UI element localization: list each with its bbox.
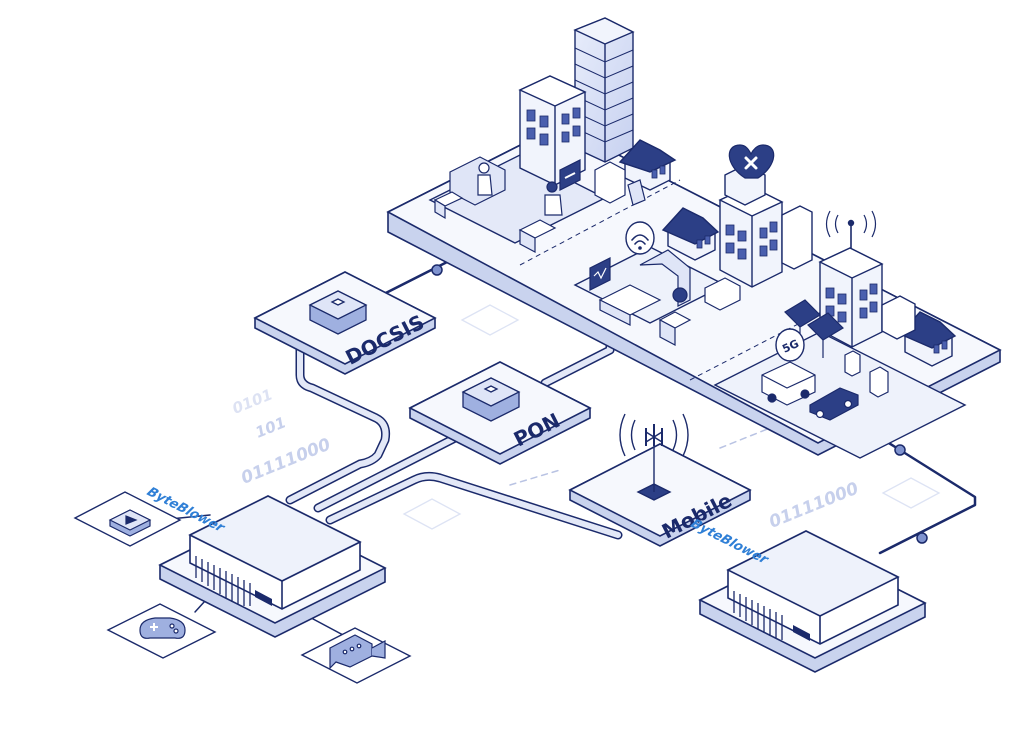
solar-panels [784,299,844,358]
binary-stream-left: 0101 101 01111000 [230,385,334,488]
video-chat-icon [329,634,386,670]
pon-node: PON [408,361,592,465]
5g-badge: 5G [775,328,805,362]
binary-stream-right: 01111000 [766,479,861,533]
play-icon [108,509,152,537]
byteblower-right-brand: ByteBlower [687,517,772,568]
hospital-room [589,249,741,346]
house-top [618,139,677,191]
cables [159,256,977,637]
placeholder-tiles [402,304,941,530]
house-middle [661,207,720,261]
heart-plus-icon [728,144,775,179]
5g-label: 5G [780,337,801,356]
byteblower-left: ByteBlower [144,485,387,638]
byteblower-right: ByteBlower [687,517,927,673]
binary-line-4: 01111000 [766,479,861,533]
wifi-icon [625,221,655,255]
vehicles [761,350,889,421]
chat-tile[interactable] [300,627,412,684]
port-cables-left [195,556,251,606]
video-tile[interactable] [73,491,182,547]
gamepad-icon [139,617,186,639]
ont-icon [461,377,521,422]
port-cables-right [733,591,783,640]
game-tile[interactable] [106,603,217,659]
house-right [881,295,957,367]
docsis-node: DOCSIS [253,271,437,375]
office-building [518,75,587,186]
cell-tower-icon [619,413,689,501]
binary-line-1: 0101 [230,385,275,417]
mobile-node: Mobile [568,413,752,547]
living-room [433,156,646,253]
binary-line-2: 101 [253,413,289,441]
modem-icon [308,290,368,335]
